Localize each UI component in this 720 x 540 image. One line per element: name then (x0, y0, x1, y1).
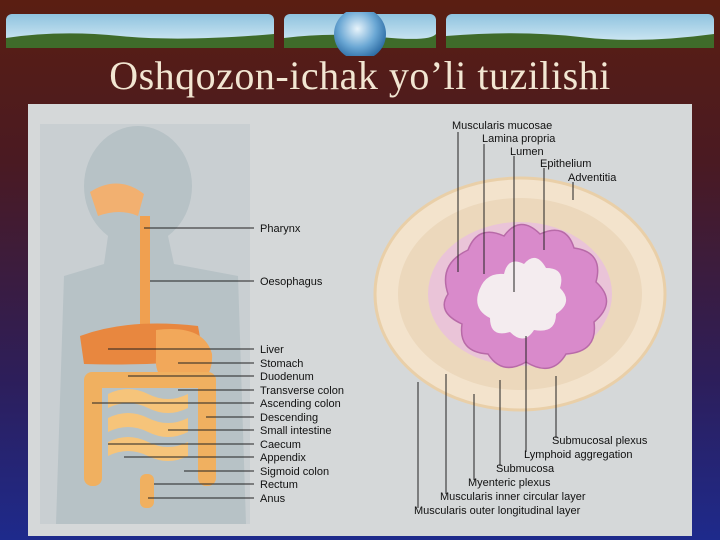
label-myenteric-plexus: Myenteric plexus (468, 477, 551, 489)
header-banner (6, 12, 714, 56)
label-anus: Anus (260, 493, 286, 505)
label-adventitia: Adventitia (568, 172, 617, 184)
label-caecum: Caecum (260, 439, 301, 451)
label-muscularis-mucosae: Muscularis mucosae (452, 120, 552, 132)
label-muscularis-inner: Muscularis inner circular layer (440, 491, 586, 503)
label-lymphoid-aggregation: Lymphoid aggregation (524, 449, 632, 461)
lumen-shape (477, 257, 567, 339)
label-liver: Liver (260, 344, 284, 356)
label-epithelium: Epithelium (540, 158, 591, 170)
label-submucosal-plexus: Submucosal plexus (552, 435, 648, 447)
label-oesophagus: Oesophagus (260, 276, 323, 288)
label-stomach: Stomach (260, 358, 303, 370)
label-ascending-colon: Ascending colon (260, 398, 341, 410)
banner-right (446, 14, 714, 48)
label-transverse-colon: Transverse colon (260, 385, 344, 397)
label-rectum: Rectum (260, 479, 298, 491)
gut-cross-section (373, 176, 667, 412)
digestive-diagram: Pharynx Oesophagus Liver Stomach Duodenu… (40, 120, 667, 524)
label-appendix: Appendix (260, 452, 306, 464)
globe-icon (334, 12, 386, 56)
label-sigmoid-colon: Sigmoid colon (260, 466, 329, 478)
banner-left (6, 14, 274, 48)
body-leader-lines (92, 227, 254, 499)
label-pharynx: Pharynx (260, 223, 301, 235)
label-submucosa: Submucosa (496, 463, 555, 475)
label-lamina-propria: Lamina propria (482, 133, 556, 145)
label-lumen: Lumen (510, 146, 544, 158)
upper-tract (90, 183, 150, 326)
label-muscularis-outer: Muscularis outer longitudinal layer (414, 505, 581, 517)
label-descending: Descending (260, 412, 318, 424)
slide-title: Oshqozon-ichak yo’li tuzilishi (109, 53, 611, 98)
section-leader-lines (417, 132, 574, 508)
label-duodenum: Duodenum (260, 371, 314, 383)
diagram-panel: Pharynx Oesophagus Liver Stomach Duodenu… (28, 104, 692, 536)
label-small-intestine: Small intestine (260, 425, 332, 437)
